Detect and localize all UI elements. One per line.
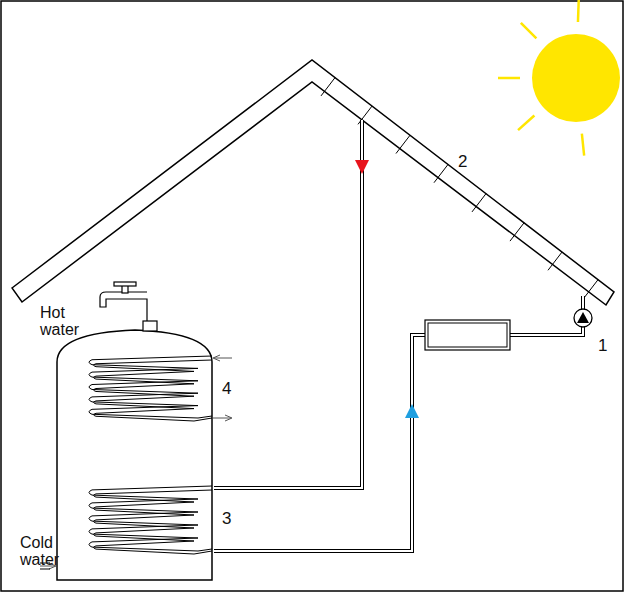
panel-divider: [396, 135, 410, 153]
coil-winding: [94, 490, 213, 554]
expansion-vessel: [425, 320, 510, 350]
sun-ray: [498, 77, 520, 80]
panel-divider: [510, 223, 524, 241]
sun-ray: [518, 115, 534, 130]
callout-number: 4: [222, 379, 236, 398]
callout-number: 1: [598, 336, 612, 355]
hot-flow-arrow: [355, 160, 369, 174]
heat-exchanger-coils: [89, 356, 212, 554]
sun-ray: [521, 23, 537, 39]
sun-ray: [582, 134, 584, 156]
panel-divider: [584, 280, 598, 298]
panel-divider: [321, 78, 335, 96]
pump-symbol: [574, 309, 592, 327]
callout-number: 2: [458, 152, 472, 171]
panel-divider: [548, 252, 562, 270]
panel-divider: [472, 194, 486, 212]
storage-tank: [57, 330, 212, 580]
roof: [12, 60, 614, 305]
cold-flow-arrow: [405, 404, 419, 418]
tank-outlet: [143, 321, 157, 331]
pipes: [214, 120, 583, 551]
label-text: Cold water: [20, 534, 68, 568]
sun-ray: [577, 0, 580, 22]
coil-winding: [94, 360, 213, 421]
callout-number: 3: [222, 509, 236, 528]
tap: [100, 282, 147, 321]
sun: [498, 0, 620, 156]
connection-arrows: [40, 358, 232, 566]
label-text: Hot water: [40, 304, 94, 338]
expansion-vessel-inner: [428, 323, 507, 347]
panel-divider: [434, 164, 448, 182]
pump-triangle: [577, 312, 589, 323]
